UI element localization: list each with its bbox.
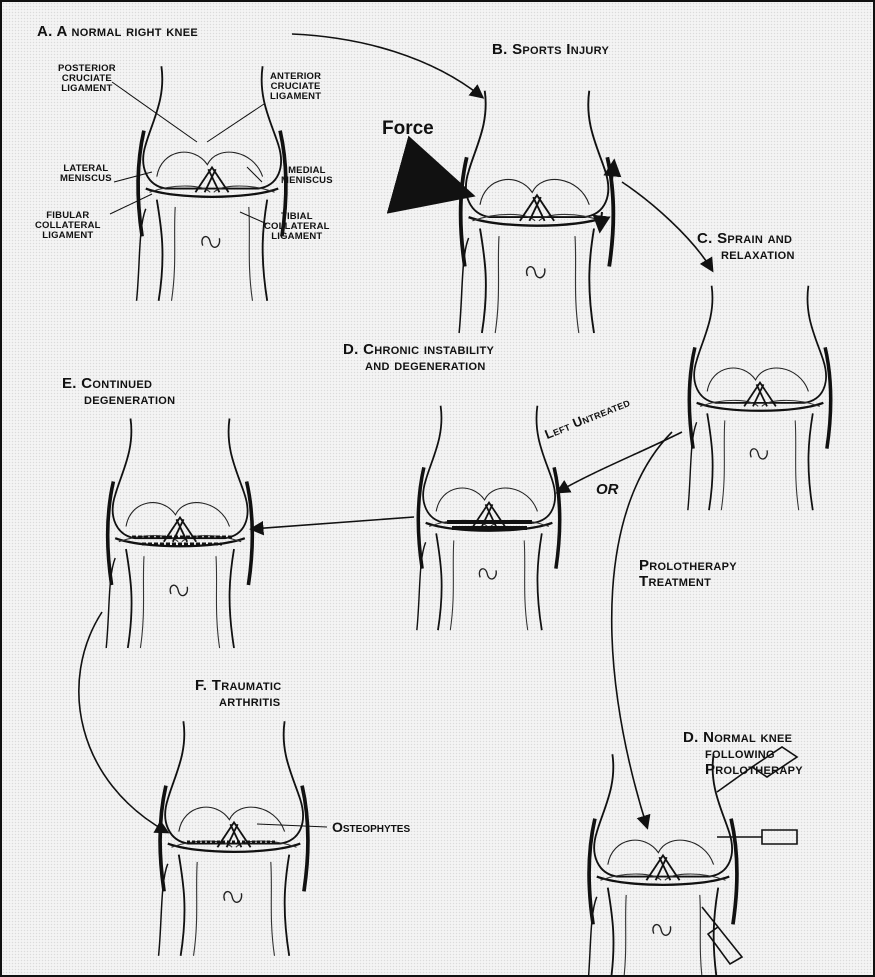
prolotherapy-line2: Treatment [639,574,737,590]
label-medial-meniscus: Medial meniscus [281,166,333,186]
panel-d2-title-line3: Prolotherapy [683,762,803,778]
needles-icon [702,747,797,964]
panel-e-title-line2: degeneration [62,392,175,408]
panel-c-title-line1: C. Sprain and [697,231,795,247]
panel-d2-title-line1: D. Normal knee [683,730,803,746]
panel-d1-title: D. Chronic instability and degeneration [343,342,494,374]
degeneration-marks-d [447,522,532,528]
panel-e-title: E. Continued degeneration [62,376,175,408]
knee-e-degeneration [106,419,252,649]
label-tibial-collateral: Tibial collateral ligament [264,212,330,242]
label-fibular-collateral: Fibular collateral ligament [35,211,101,241]
panel-c-title: C. Sprain and relaxation [697,231,795,263]
arrow-c-to-normal [612,432,672,827]
label-line: ligament [35,231,101,241]
force-arrow [402,184,460,192]
panel-d2-title-line2: following [683,746,803,762]
panel-a-title: A. A normal right knee [37,24,198,40]
degeneration-marks-e [132,537,232,544]
label-line: meniscus [281,176,333,186]
panel-f-title-line1: F. Traumatic [195,678,281,694]
knee-d-chronic [417,406,560,630]
prolotherapy-treatment-label: Prolotherapy Treatment [639,558,737,590]
force-label: Force [382,119,434,139]
knee-b-injury [459,91,613,333]
label-anterior-cruciate: Anterior cruciate ligament [270,72,321,102]
panel-b-title: B. Sports Injury [492,42,609,58]
label-line: meniscus [60,174,112,184]
label-line: ligament [264,232,330,242]
knee-f-arthritis [159,721,308,956]
label-line: ligament [58,84,116,94]
panel-d1-title-line2: and degeneration [343,358,494,374]
panel-f-title: F. Traumatic arthritis [195,678,281,710]
label-posterior-cruciate: Posterior cruciate ligament [58,64,116,94]
prolotherapy-line1: Prolotherapy [639,558,737,574]
panel-d2-title: D. Normal knee following Prolotherapy [683,730,803,777]
movement-arrow-up [612,162,614,180]
osteophytes-label: Osteophytes [332,820,410,835]
movement-arrow-down [600,212,602,230]
panel-f-title-line2: arthritis [195,694,281,710]
panel-c-title-line2: relaxation [697,247,795,263]
leader-lines [110,82,327,827]
knee-c-sprain [688,286,831,510]
label-line: ligament [270,92,321,102]
arrow-e-to-f [79,612,167,832]
panel-d1-title-line1: D. Chronic instability [343,342,494,358]
arrow-d-to-e [252,517,414,529]
label-lateral-meniscus: Lateral meniscus [60,164,112,184]
knee-a-normal [137,66,286,301]
panel-e-title-line1: E. Continued [62,376,175,392]
or-label: OR [596,482,619,498]
